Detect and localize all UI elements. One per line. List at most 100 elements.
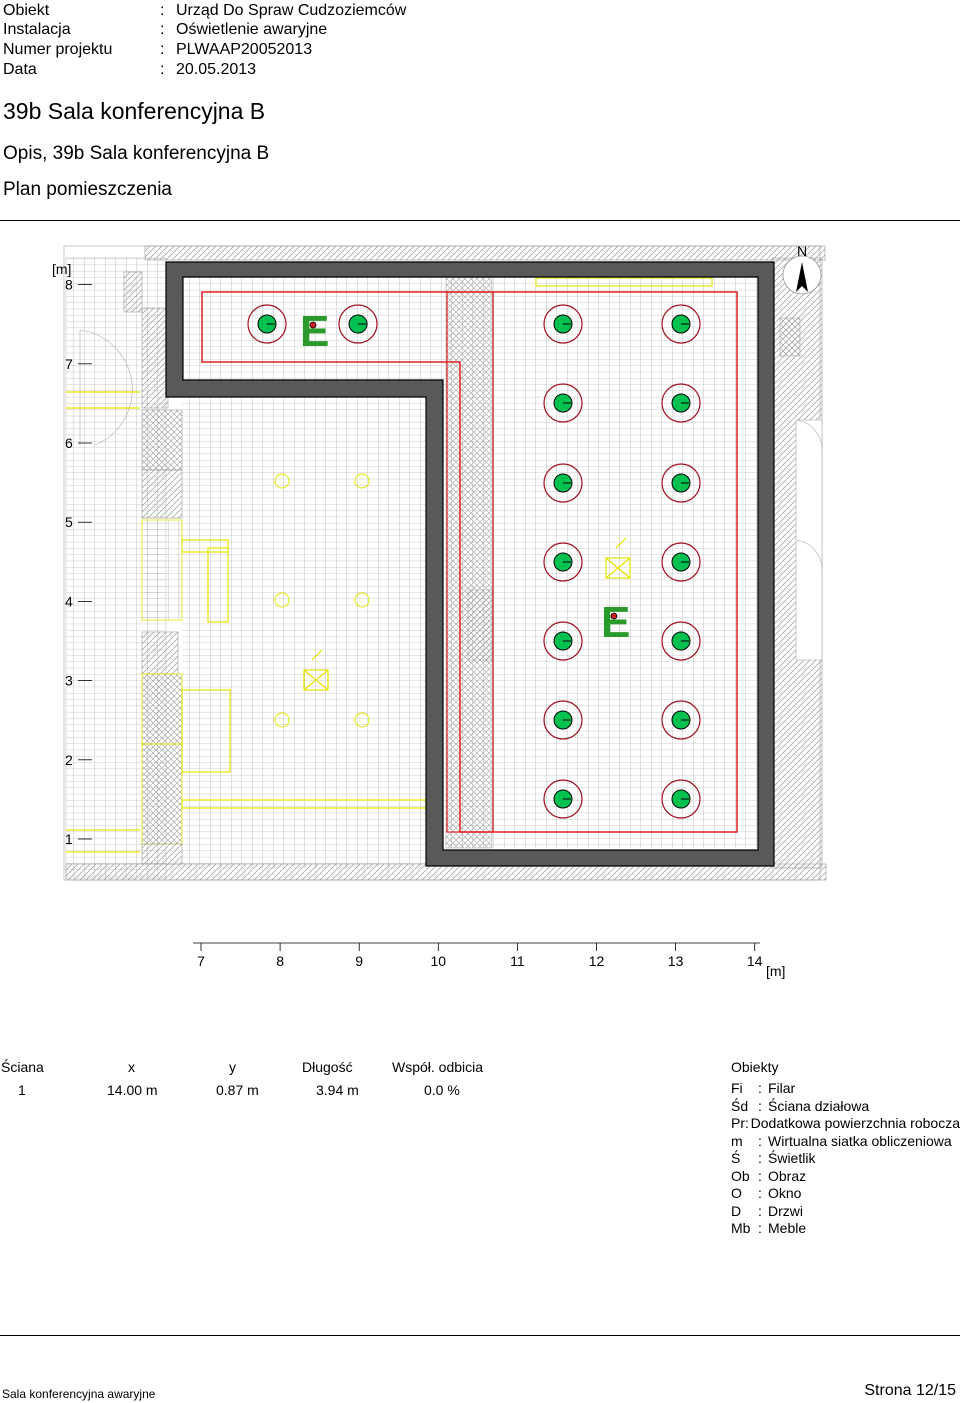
emergency-luminaire [543, 463, 583, 503]
page-number: Strona 12/15 [864, 1382, 956, 1399]
object-code: Fi [731, 1080, 743, 1096]
object-code: Śd [731, 1097, 749, 1114]
object-legend-item: O:Okno [731, 1185, 960, 1203]
cell-x: 14.00 m [107, 1082, 158, 1098]
exit-sign: E [300, 307, 329, 356]
object-code: Pr [731, 1115, 745, 1131]
object-code: D [731, 1202, 742, 1219]
emergency-luminaire [543, 700, 583, 740]
cell-wall-id: 1 [18, 1082, 26, 1098]
object-legend-item: Pr:Dodatkowa powierzchnia robocza [731, 1115, 960, 1133]
y-tick-label: 3 [65, 673, 73, 689]
object-legend-item: Mb:Meble [731, 1220, 960, 1238]
emergency-luminaire [661, 700, 701, 740]
x-tick-label: 8 [276, 953, 284, 969]
surrounding-structure [63, 245, 827, 881]
y-tick-label: 5 [65, 514, 73, 530]
cell-y: 0.87 m [216, 1082, 259, 1098]
object-separator: : [745, 1115, 749, 1131]
footer-left: Sala konferencyjna awaryjne [2, 1387, 156, 1401]
object-legend-item: Śd: Ściana działowa [731, 1098, 960, 1116]
col-header-reflectance: Współ. odbicia [392, 1059, 484, 1075]
header-colon: : [160, 2, 165, 19]
x-tick-label: 13 [668, 953, 684, 969]
header-label-date: Data [3, 61, 37, 78]
y-tick-label: 4 [65, 593, 73, 609]
header-label-project-number: Numer projektu [3, 41, 113, 58]
object-legend-item: m:Wirtualna siatka obliczeniowa [731, 1133, 960, 1151]
header-colon: : [160, 21, 165, 38]
object-separator: : [758, 1167, 762, 1184]
object-legend-item: Ob: Obraz [731, 1168, 960, 1186]
emergency-luminaire [543, 542, 583, 582]
object-description: Obraz [768, 1167, 807, 1184]
emergency-luminaire [543, 779, 583, 819]
emergency-luminaire [661, 304, 701, 344]
object-description: Wirtualna siatka obliczeniowa [768, 1132, 952, 1149]
header-value-object: Urząd Do Spraw Cudzoziemców [176, 2, 407, 19]
divider-top [0, 220, 960, 221]
object-legend-item: Ś: Świetlik [731, 1150, 960, 1168]
emergency-luminaire [543, 304, 583, 344]
luminaires [247, 304, 701, 819]
object-code: O [731, 1185, 742, 1201]
exit-sign: E [601, 598, 630, 647]
header-colon: : [160, 41, 165, 58]
col-header-wall: Ściana [1, 1059, 44, 1075]
col-header-x: x [128, 1059, 135, 1075]
object-description: Ściana działowa [768, 1097, 870, 1114]
x-tick-label: 10 [431, 953, 447, 969]
object-legend-item: D:Drzwi [731, 1203, 960, 1221]
room-walls [165, 261, 775, 867]
ceiling-markers [274, 473, 370, 728]
y-tick-label: 1 [65, 831, 73, 847]
svg-text:E: E [601, 598, 630, 647]
object-code: Ś [731, 1150, 741, 1166]
y-tick-label: 8 [65, 277, 73, 293]
object-code: Ob [731, 1167, 750, 1184]
equipment-symbols [303, 537, 631, 691]
room-title: 39b Sala konferencyjna B [3, 98, 266, 124]
emergency-luminaire [543, 383, 583, 423]
x-unit-label: [m] [766, 963, 785, 979]
x-tick-label: 11 [510, 953, 525, 969]
y-tick-label: 7 [65, 356, 73, 372]
exit-signs: EE [300, 307, 630, 647]
emergency-luminaire [661, 383, 701, 423]
emergency-luminaire [661, 463, 701, 503]
x-tick-label: 12 [589, 953, 605, 969]
object-description: Dodatkowa powierzchnia robocza [750, 1115, 960, 1131]
col-header-y: y [229, 1059, 236, 1075]
header-value-project-number: PLWAAP20052013 [176, 41, 313, 58]
object-separator: : [758, 1185, 762, 1201]
header-label-installation: Instalacja [3, 21, 71, 38]
description-title: Opis, 39b Sala konferencyjna B [3, 143, 270, 164]
cell-length: 3.94 m [316, 1082, 359, 1098]
header-colon: : [160, 61, 165, 78]
svg-text:E: E [300, 307, 329, 356]
object-description: Meble [768, 1220, 807, 1236]
object-separator: : [758, 1150, 762, 1166]
divider-bottom [0, 1335, 960, 1336]
object-description: Drzwi [768, 1202, 803, 1219]
objects-title: Obiekty [731, 1059, 779, 1075]
object-legend-item: Fi:Filar [731, 1080, 960, 1098]
object-separator: : [758, 1132, 762, 1149]
emergency-luminaire [338, 304, 378, 344]
x-tick-label: 9 [355, 953, 363, 969]
object-separator: : [758, 1097, 762, 1114]
object-description: Filar [768, 1080, 796, 1096]
object-description: Świetlik [768, 1150, 816, 1166]
emergency-luminaire [543, 621, 583, 661]
emergency-luminaire [661, 779, 701, 819]
y-tick-label: 2 [65, 752, 73, 768]
room-floor [182, 274, 758, 868]
col-header-length: Długość [302, 1059, 353, 1075]
furniture [66, 277, 713, 853]
north-label: N [797, 243, 807, 259]
plan-title: Plan pomieszczenia [3, 179, 172, 200]
